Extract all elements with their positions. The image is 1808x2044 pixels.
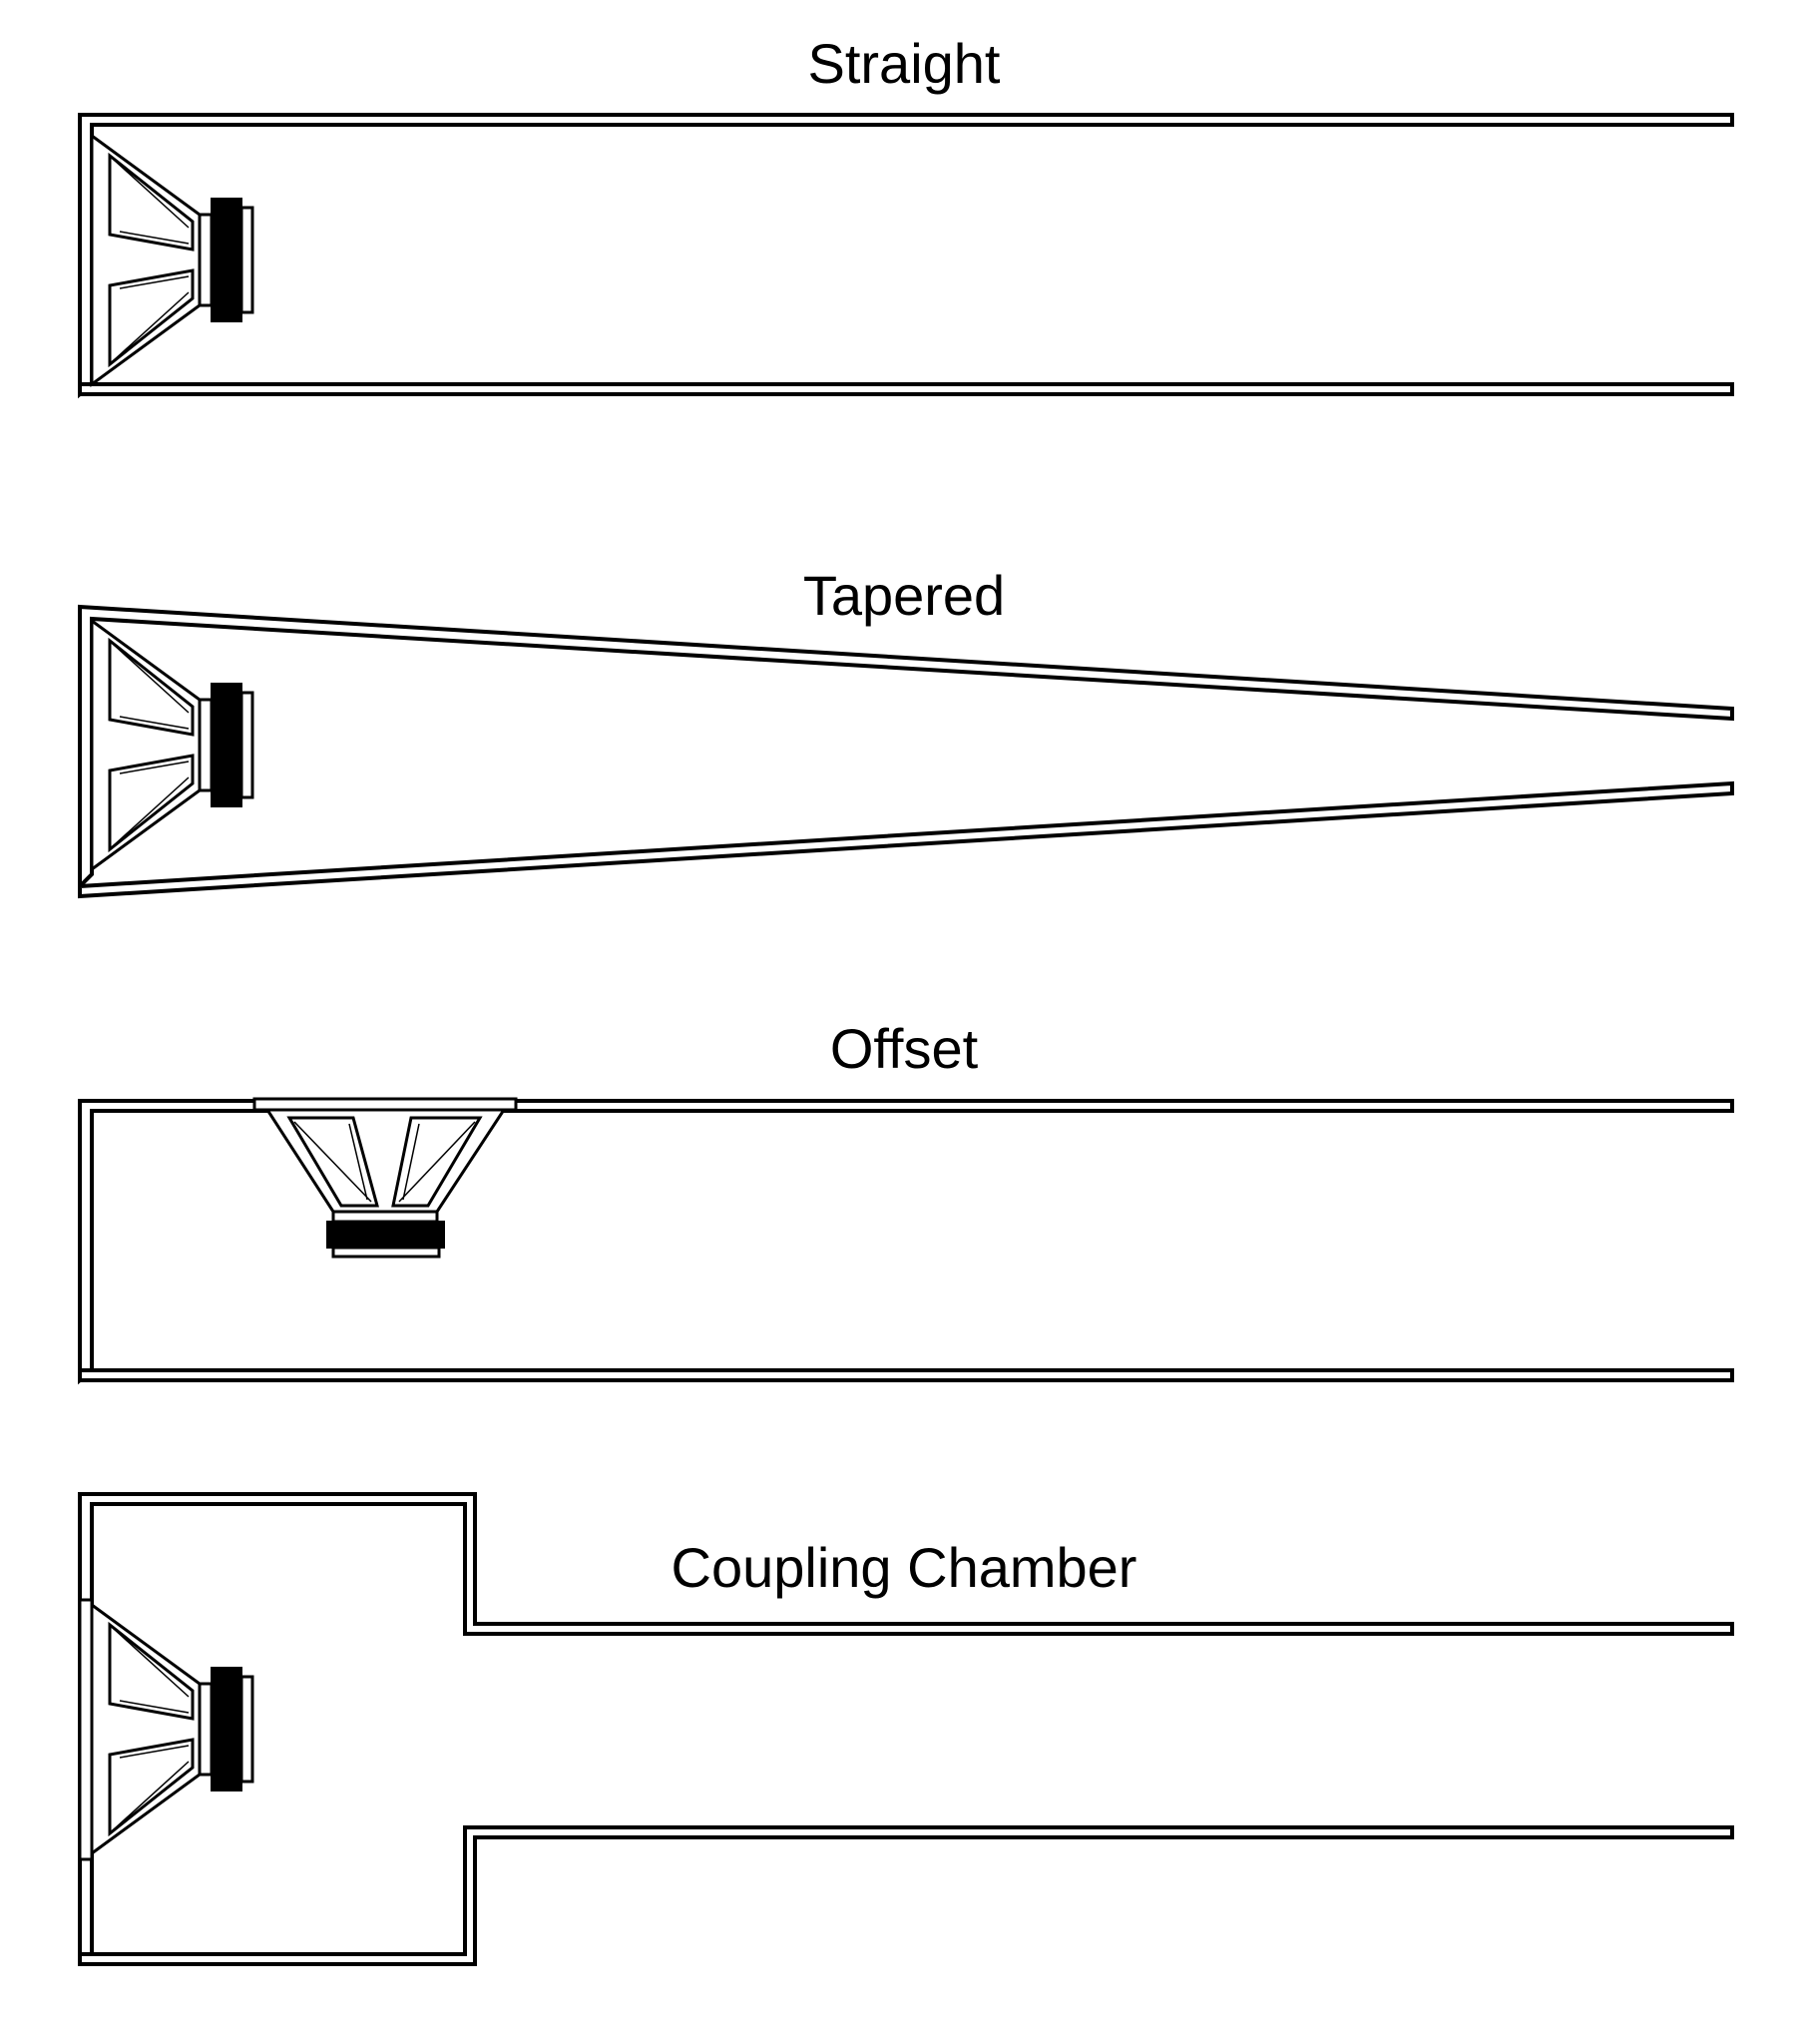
offset-driver-flange xyxy=(252,1097,518,1112)
diagram-label-offset: Offset xyxy=(830,1017,979,1080)
offset-tube-bottom-wall xyxy=(78,1368,1734,1382)
diagram-tapered: Tapered xyxy=(78,564,1734,899)
straight-driver-icon xyxy=(90,134,254,386)
diagram-label-straight: Straight xyxy=(808,32,1001,95)
diagram-offset: Offset xyxy=(78,1017,1734,1385)
coupling-chamber-baffle xyxy=(78,1598,94,1861)
offset-driver-icon xyxy=(264,1108,507,1259)
straight-tube-bottom-wall xyxy=(78,382,1734,396)
tapered-driver-icon xyxy=(90,619,254,871)
tapered-tube-bottom-wall xyxy=(78,780,1734,899)
straight-tube-top-wall xyxy=(78,113,1734,399)
diagram-straight: Straight xyxy=(78,32,1734,399)
diagram-label-coupling-chamber: Coupling Chamber xyxy=(672,1536,1137,1599)
coupling-chamber-driver-icon xyxy=(90,1603,254,1855)
diagram-label-tapered: Tapered xyxy=(803,564,1005,627)
coupling-chamber-bottom-wall xyxy=(78,1825,1734,1966)
diagram-coupling-chamber: Coupling Chamber xyxy=(78,1492,1734,1966)
